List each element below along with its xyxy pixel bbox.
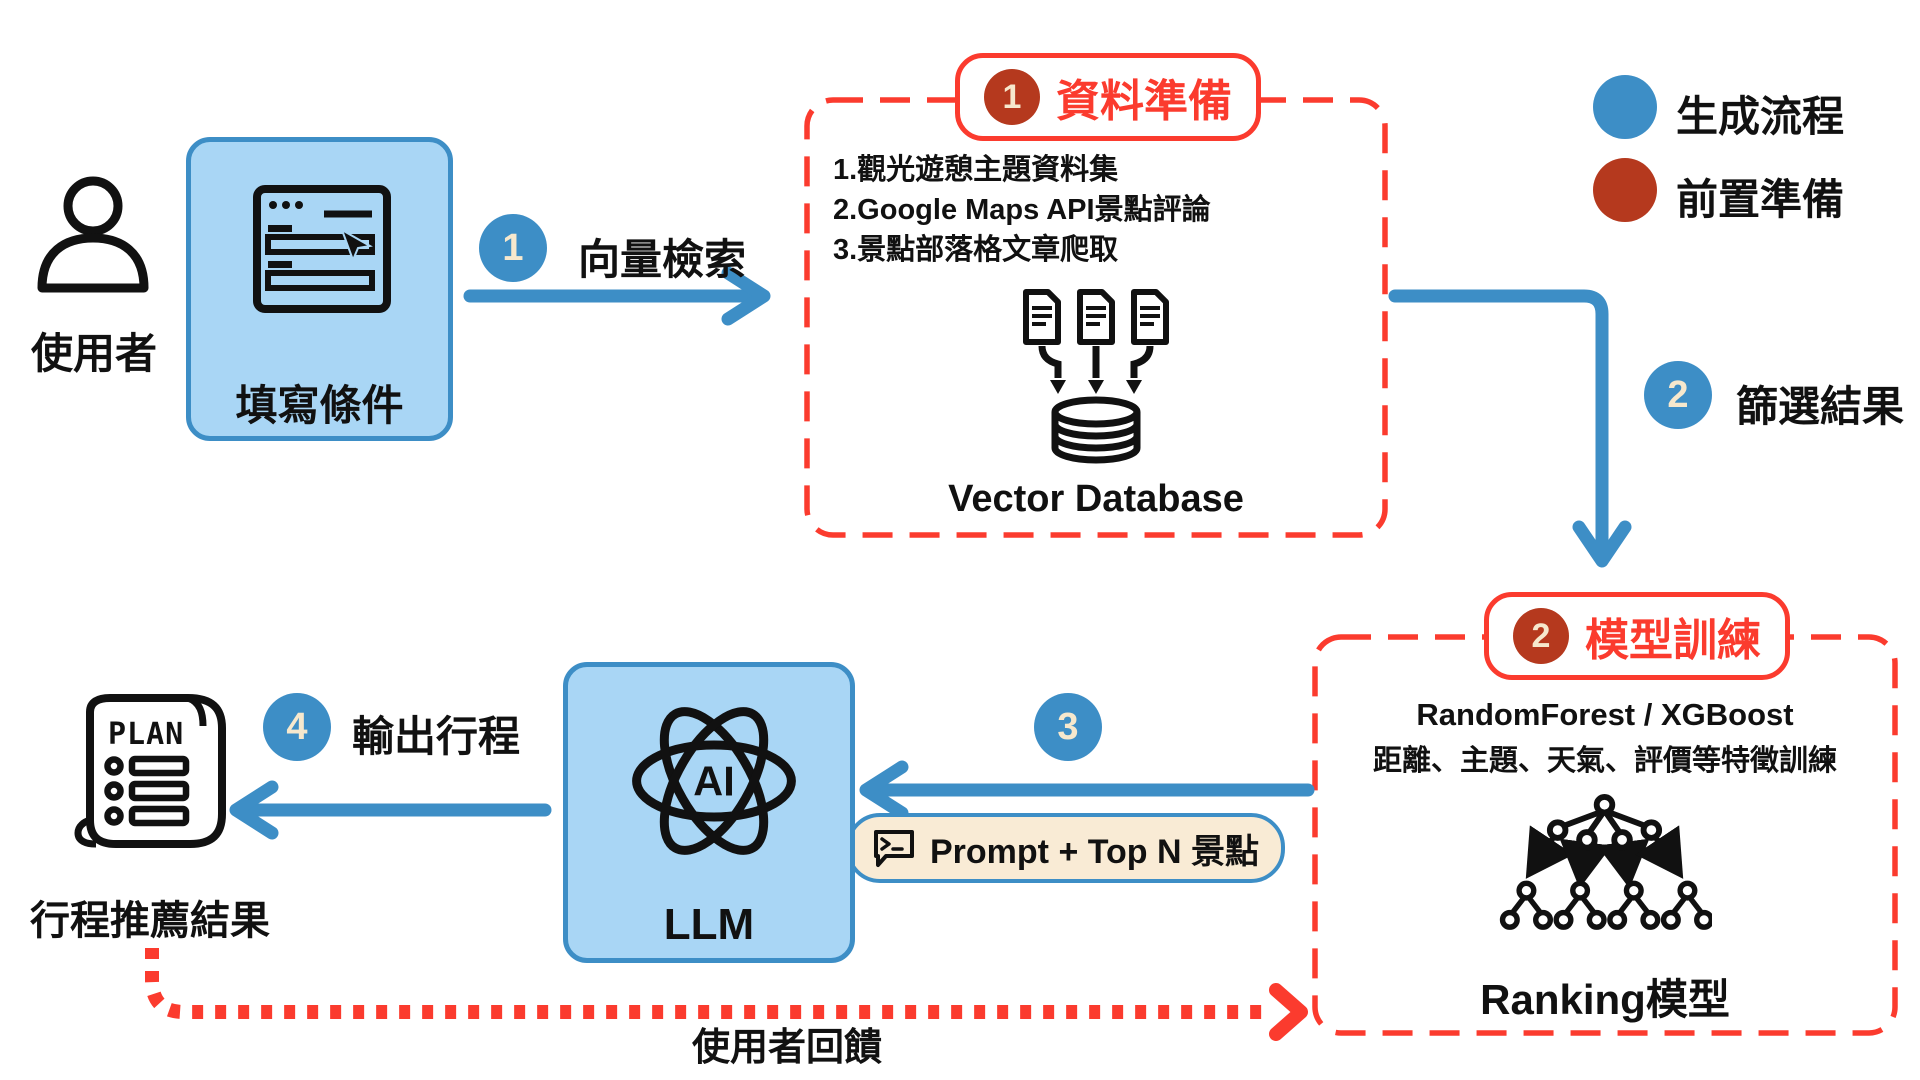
feedback-arrow	[145, 948, 1308, 1041]
vector-database-label: Vector Database	[948, 478, 1244, 520]
data-prep-badge-title: 資料準備	[1056, 77, 1232, 126]
step1-circle: 1	[479, 214, 547, 282]
model-training-badge-title: 模型訓練	[1585, 616, 1761, 665]
plan-scroll-icon: PLAN	[74, 694, 226, 848]
form-icon	[253, 185, 391, 313]
arrow-step2	[1388, 289, 1632, 568]
data-prep-badge-number: 1	[984, 69, 1040, 125]
ranking-tree-icon	[1499, 793, 1712, 930]
ai-icon-text: AI	[693, 758, 734, 804]
arrow-step4	[229, 780, 552, 840]
ai-atom-icon: AI	[632, 707, 796, 855]
input-conditions-label: 填寫條件	[235, 382, 404, 429]
data-prep-item: 1.觀光遊憩主題資料集	[833, 154, 1119, 186]
data-prep-badge: 1 資料準備	[955, 53, 1261, 141]
legend-generation-label: 生成流程	[1676, 93, 1845, 140]
legend-generation-dot	[1593, 75, 1657, 139]
user-label: 使用者	[30, 330, 157, 377]
llm-box: AI LLM	[563, 662, 855, 963]
model-training-line1: RandomForest / XGBoost	[1416, 697, 1794, 732]
input-conditions-box: 填寫條件	[186, 137, 453, 441]
legend-preparation-label: 前置準備	[1676, 176, 1845, 223]
step4-circle: 4	[263, 693, 331, 761]
terminal-prompt-icon	[874, 830, 914, 867]
plan-icon-text: PLAN	[108, 717, 184, 752]
step2-circle: 2	[1644, 361, 1712, 429]
prompt-pill: Prompt + Top N 景點	[846, 813, 1285, 883]
prompt-pill-label: Prompt + Top N 景點	[930, 832, 1259, 871]
arrow-step1	[463, 266, 771, 326]
step2-label: 篩選結果	[1736, 383, 1905, 430]
legend-preparation-dot	[1593, 158, 1657, 222]
arrow-step3	[859, 760, 1315, 820]
data-prep-item: 3.景點部落格文章爬取	[833, 234, 1119, 266]
llm-label: LLM	[663, 900, 755, 949]
model-training-line2: 距離、主題、天氣、評價等特徵訓練	[1372, 745, 1837, 777]
model-training-badge-number: 2	[1513, 608, 1569, 664]
user-icon	[37, 176, 149, 293]
plan-result-label: 行程推薦結果	[30, 899, 270, 943]
step4-label: 輸出行程	[352, 713, 521, 760]
data-prep-item: 2.Google Maps API景點評論	[833, 194, 1211, 226]
ranking-model-label: Ranking模型	[1480, 976, 1730, 1023]
step3-circle: 3	[1034, 693, 1102, 761]
feedback-label: 使用者回饋	[692, 1027, 883, 1069]
documents-to-database-icon	[1023, 289, 1169, 464]
data-prep-list: 1.觀光遊憩主題資料集 2.Google Maps API景點評論 3.景點部落…	[833, 150, 1211, 270]
step1-label: 向量檢索	[578, 236, 747, 283]
model-training-badge: 2 模型訓練	[1484, 592, 1790, 680]
